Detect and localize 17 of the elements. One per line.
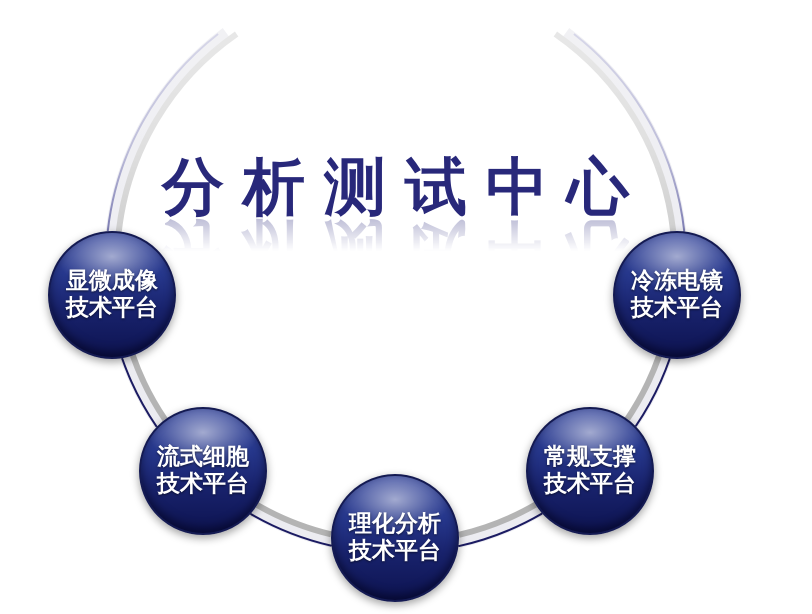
- node-label: 常规支撑技术平台: [543, 444, 637, 498]
- ring-arc: [120, 354, 168, 428]
- node-label: 流式细胞技术平台: [156, 444, 250, 498]
- sphere-node: [139, 407, 267, 535]
- node-label: 冷冻电镜技术平台: [630, 268, 724, 322]
- sphere-node: [331, 474, 459, 602]
- ring-arc: [457, 502, 543, 548]
- ring-arc: [554, 28, 686, 232]
- sphere-node: [48, 231, 176, 359]
- ring-arc: [250, 502, 333, 548]
- title: 分析测试中心: [162, 156, 629, 225]
- ring-arc: [106, 28, 238, 232]
- sphere-node: [526, 407, 654, 535]
- node-label: 显微成像技术平台: [65, 268, 159, 322]
- sphere-node: [613, 231, 741, 359]
- node-label: 理化分析技术平台: [348, 511, 442, 565]
- ring-arc: [624, 354, 672, 427]
